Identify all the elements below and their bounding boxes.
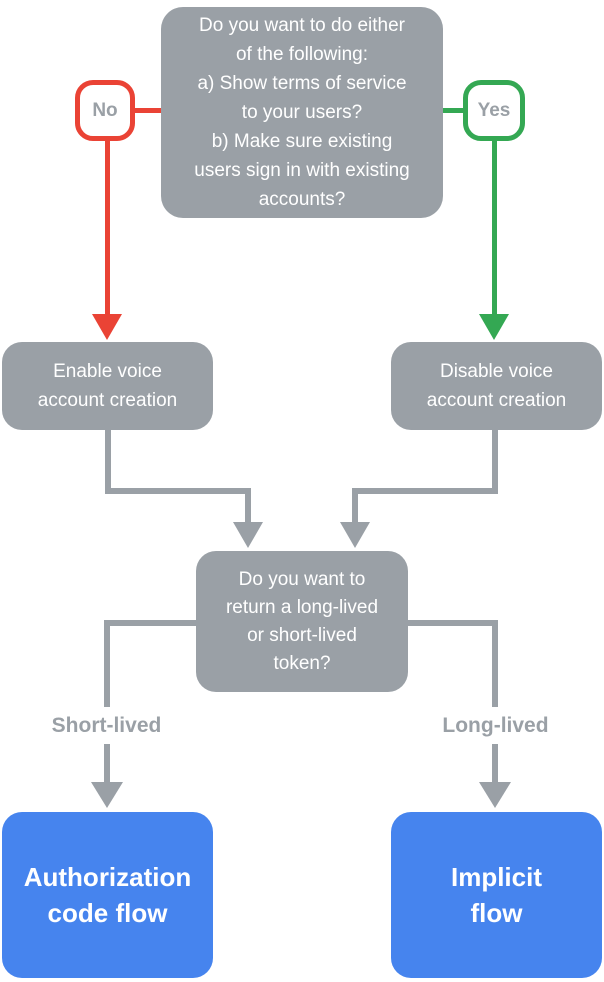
disable-connector-arrowhead-icon: [340, 522, 370, 548]
question-token-node: Do you want to return a long-lived or sh…: [196, 551, 408, 692]
long-branch-line-horizontal: [408, 620, 497, 626]
yes-branch-line-horizontal: [443, 108, 463, 113]
disable-connector-vertical-2: [352, 493, 358, 522]
enable-connector-arrowhead-icon: [233, 522, 263, 548]
yes-badge: Yes: [463, 80, 525, 141]
disable-connector-horizontal: [352, 488, 498, 494]
short-branch-line-vertical: [104, 620, 110, 783]
long-lived-label: Long-lived: [411, 707, 580, 744]
enable-connector-horizontal: [105, 488, 251, 494]
long-branch-arrowhead-icon: [479, 782, 511, 808]
short-branch-line-horizontal: [104, 620, 196, 626]
disable-connector-vertical-1: [492, 430, 498, 493]
long-branch-line-vertical: [492, 620, 498, 783]
enable-voice-node: Enable voice account creation: [2, 342, 213, 430]
question-terms-node: Do you want to do either of the followin…: [161, 7, 443, 218]
authorization-code-flow-node: Authorization code flow: [2, 812, 213, 978]
yes-branch-arrowhead-icon: [479, 314, 509, 340]
no-branch-line-horizontal: [135, 108, 161, 113]
enable-connector-vertical-1: [105, 430, 111, 493]
no-branch-arrowhead-icon: [92, 314, 122, 340]
disable-voice-node: Disable voice account creation: [391, 342, 602, 430]
short-lived-label: Short-lived: [23, 707, 190, 744]
yes-branch-line-vertical: [492, 141, 497, 315]
no-badge: No: [75, 80, 135, 141]
implicit-flow-node: Implicit flow: [391, 812, 602, 978]
enable-connector-vertical-2: [245, 493, 251, 522]
short-branch-arrowhead-icon: [91, 782, 123, 808]
no-branch-line-vertical: [105, 141, 110, 315]
